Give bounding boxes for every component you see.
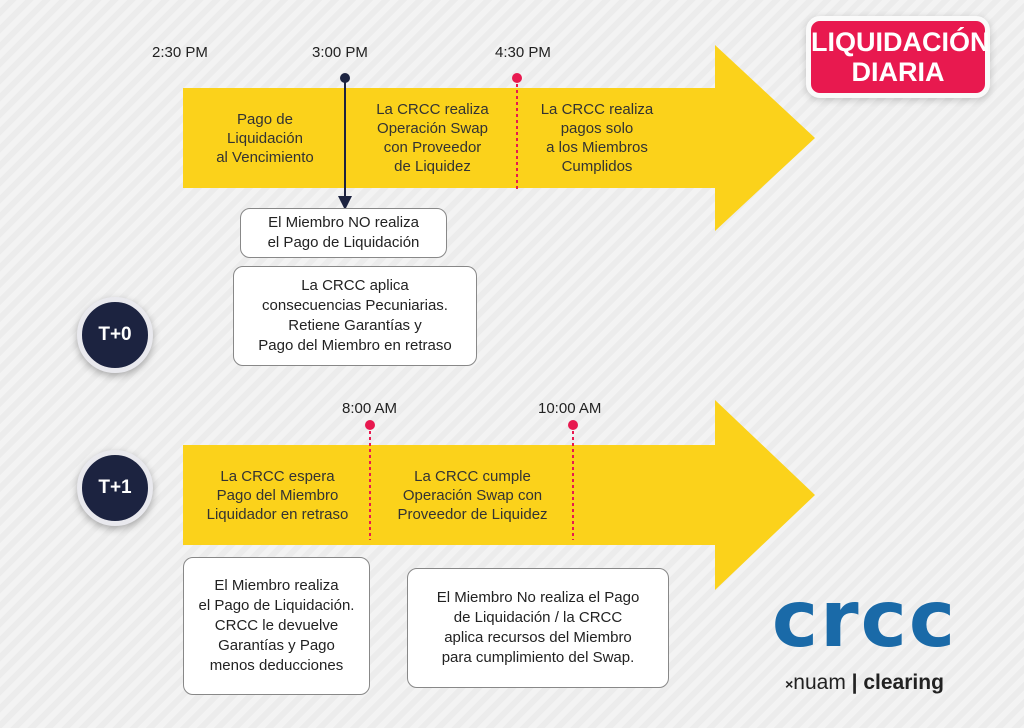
segment-line: Proveedor de Liquidez	[397, 505, 548, 523]
logo-subtitle: ×nuam | clearing	[785, 671, 944, 694]
t0-3pm-marker	[340, 73, 350, 83]
box-line: menos deducciones	[209, 657, 344, 674]
t1-nopayment-box: El Miembro No realiza el Pago de Liquidac…	[407, 568, 669, 688]
logo-sub-clearing: clearing	[863, 671, 944, 694]
segment-line: de Liquidez	[394, 158, 471, 175]
segment-line: La CRCC cumple	[414, 467, 531, 485]
box-line: Retiene Garantías y	[288, 317, 422, 334]
box-line: El Miembro realiza	[214, 577, 339, 594]
segment-line: al Vencimiento	[216, 148, 314, 166]
logo-sub-nuam: nuam	[793, 671, 846, 694]
segment-line: La CRCC realiza	[376, 101, 489, 118]
time-label: 2:30 PM	[152, 44, 208, 61]
box-line: consecuencias Pecuniarias.	[262, 297, 448, 314]
t0-note-box: El Miembro NO realiza el Pago de Liquidac…	[240, 208, 447, 258]
segment-line: La CRCC realiza	[540, 101, 654, 118]
t0-430pm-marker	[512, 73, 522, 83]
segment-line: Pago del Miembro	[216, 486, 339, 504]
segment-line: La CRCC espera	[220, 467, 335, 485]
t1-8am-marker	[365, 420, 375, 430]
box-line: de Liquidación / la CRCC	[453, 609, 623, 626]
logo-name: CRCC	[771, 575, 958, 665]
title-line1: LIQUIDACIÓN	[811, 27, 990, 57]
box-line: El Miembro No realiza el Pago	[436, 589, 640, 606]
segment-line: Operación Swap con	[402, 486, 543, 504]
box-line: aplica recursos del Miembro	[444, 629, 632, 646]
box-line: El Miembro NO realiza	[268, 214, 419, 231]
t0-consequence-box: La CRCC aplica consecuencias Pecuniarias.…	[233, 266, 477, 366]
segment-line: a los Miembros	[546, 139, 648, 156]
box-line: La CRCC aplica	[301, 277, 409, 294]
time-label: 8:00 AM	[342, 400, 398, 417]
segment-line: Cumplidos	[561, 158, 633, 175]
time-label: 10:00 AM	[538, 400, 602, 417]
t1-arrow	[183, 400, 815, 590]
title-line2: DIARIA	[851, 57, 945, 87]
box-line: Pago del Miembro en retraso	[258, 337, 452, 354]
time-label: 4:30 PM	[495, 44, 551, 61]
box-line: el Pago de Liquidación	[267, 234, 420, 251]
segment-line: Liquidación	[227, 129, 303, 147]
box-line: CRCC le devuelve	[214, 617, 339, 634]
t1-payment-box: El Miembro realiza el Pago de Liquidación…	[183, 557, 370, 695]
segment-line: Pago de	[237, 110, 293, 128]
segment-line: Operación Swap	[377, 120, 488, 137]
crcc-logo: CRCC ×nuam | clearing	[752, 575, 977, 695]
box-line: Garantías y Pago	[218, 637, 335, 654]
segment-line: Liquidador en retraso	[206, 505, 349, 523]
t0-arrow	[183, 45, 815, 231]
box-line: el Pago de Liquidación.	[198, 597, 355, 614]
segment-line: pagos solo	[560, 120, 634, 137]
t0-day-badge: T+0	[77, 297, 153, 373]
t1-10am-marker	[568, 420, 578, 430]
logo-sub-x: ×	[785, 676, 794, 692]
arrowhead-icon	[338, 196, 352, 210]
time-label: 3:00 PM	[312, 44, 368, 61]
t1-day-badge: T+1	[77, 450, 153, 526]
box-line: para cumplimiento del Swap.	[441, 649, 635, 666]
segment-line: con Proveedor	[383, 139, 482, 156]
